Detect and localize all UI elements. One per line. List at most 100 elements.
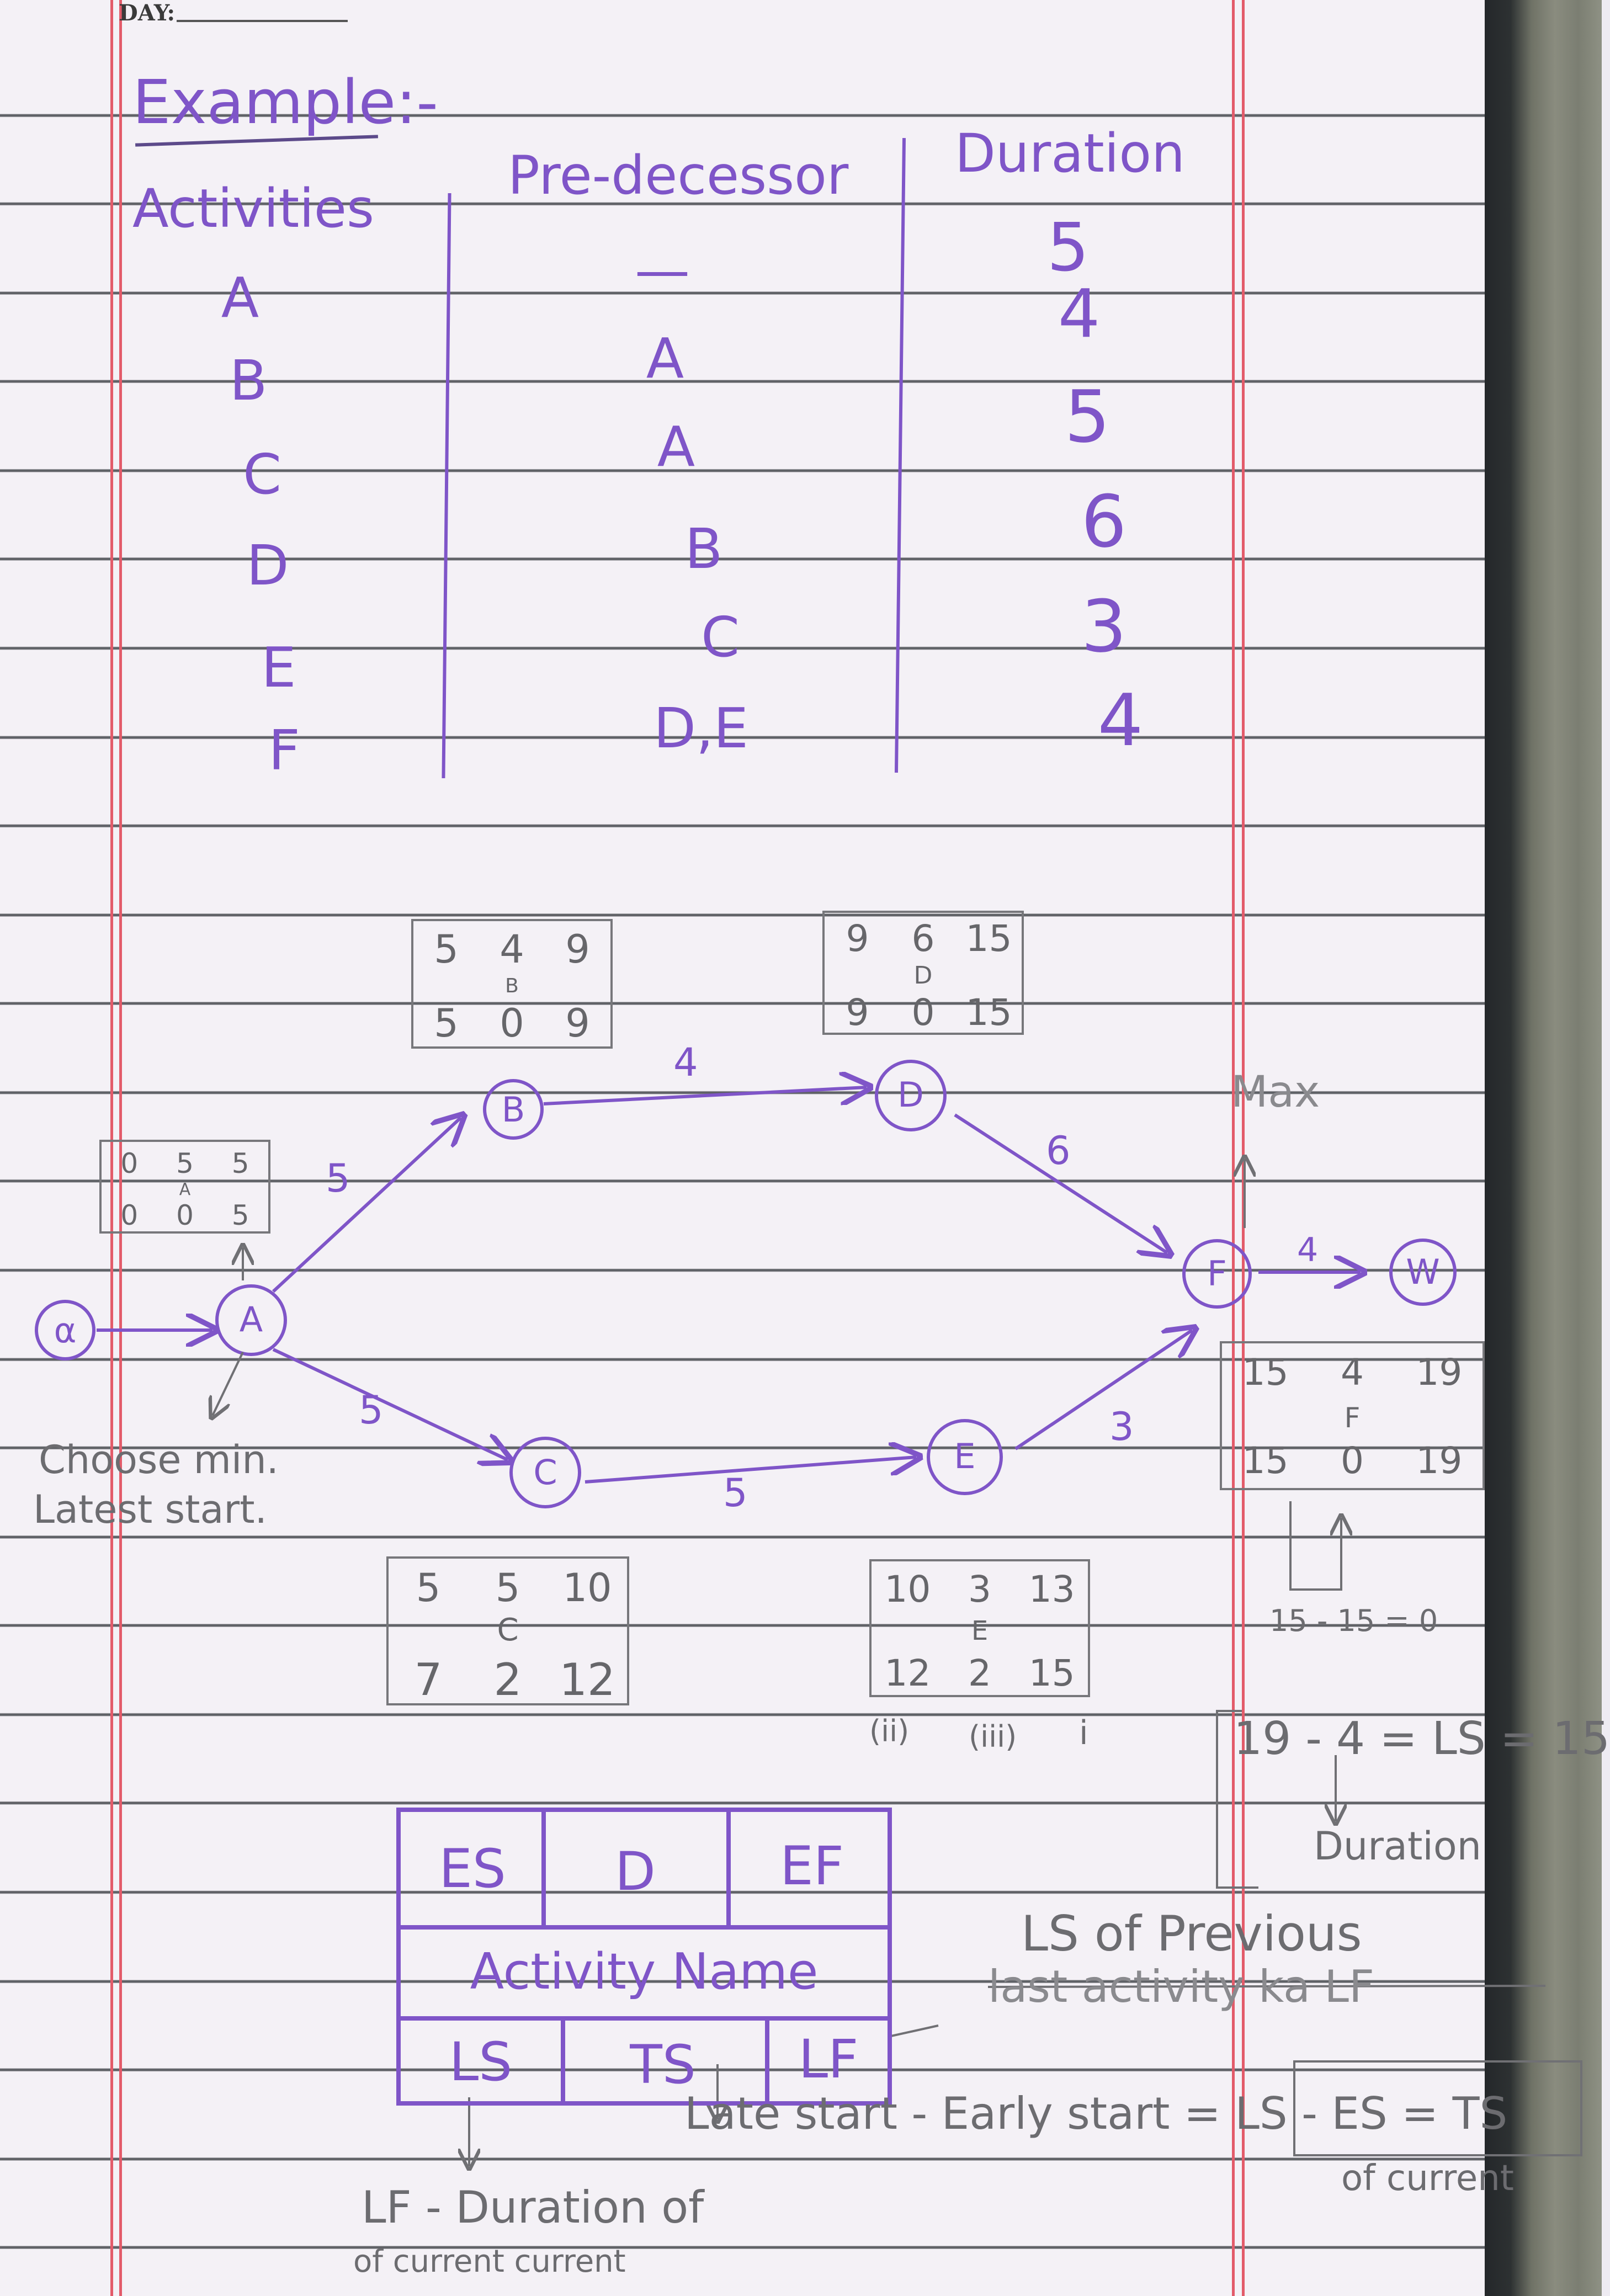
box-a-es: 0	[120, 1147, 139, 1179]
table-cell-duration: 5	[1064, 375, 1110, 459]
note-choose-min-1: Choose min.	[39, 1437, 279, 1482]
note-order-iii: (iii)	[969, 1719, 1017, 1754]
annotation-lf-strike: last activity ka LF	[988, 1961, 1374, 2012]
node-a	[215, 1284, 287, 1356]
edge-a-c	[272, 1348, 508, 1460]
box-c-d: 5	[495, 1565, 520, 1611]
annotation-ts-sub: of current	[1341, 2158, 1514, 2199]
table-cell-activity: B	[229, 348, 268, 413]
edge-label-f-w: 4	[1297, 1231, 1319, 1269]
node-f	[1182, 1239, 1252, 1309]
note-duration: Duration	[1314, 1824, 1482, 1869]
box-b-ts: 0	[500, 1001, 524, 1046]
header-duration: Duration	[955, 123, 1185, 184]
legend-box: ES D EF Activity Name LS TS LF	[396, 1808, 892, 2106]
legend-vline-2	[726, 1812, 731, 1925]
day-label: DAY:	[119, 0, 176, 26]
legend-vline-3	[561, 2016, 565, 2104]
table-cell-duration: 6	[1081, 480, 1127, 564]
node-a-label: A	[239, 1299, 263, 1340]
legend-es: ES	[439, 1838, 506, 1900]
table-cell-duration: 4	[1097, 678, 1144, 762]
pencil-box-ts	[1293, 2060, 1582, 2156]
edge-label-c-e: 5	[723, 1470, 748, 1516]
pencil-strikeout	[987, 1985, 1546, 1988]
box-c-es: 5	[416, 1565, 441, 1611]
box-e-es: 10	[884, 1568, 931, 1611]
note-choose-min-2: Latest start.	[33, 1487, 267, 1532]
edge-d-f	[954, 1113, 1167, 1253]
legend-vline-1	[541, 1812, 546, 1925]
header-activities: Activities	[132, 178, 374, 240]
box-f-ls: 15	[1242, 1439, 1289, 1482]
edge-label-d-f: 6	[1046, 1128, 1071, 1173]
node-alpha	[35, 1300, 95, 1360]
legend-divider-top	[401, 1925, 888, 1930]
note-ls-calc: 19 - 4 = LS = 15	[1234, 1713, 1610, 1765]
box-e-ls: 12	[884, 1652, 931, 1694]
box-d-ls: 9	[846, 991, 869, 1034]
table-cell-activity: D	[246, 533, 289, 598]
box-b-d: 4	[500, 927, 524, 972]
legend-ef: EF	[780, 1835, 844, 1897]
node-c-label: C	[533, 1452, 557, 1492]
box-b-es: 5	[434, 927, 459, 972]
node-d	[875, 1060, 947, 1131]
legend-ts: TS	[630, 2034, 696, 2096]
edge-label-a-b: 5	[326, 1156, 350, 1201]
edge-a-b	[272, 1118, 461, 1293]
annotation-lf-note: LS of Previous	[1021, 1905, 1362, 1962]
box-b-ls: 5	[434, 1001, 459, 1046]
box-d-d: 6	[911, 917, 935, 960]
box-a-d: 5	[176, 1147, 194, 1179]
box-d-es: 9	[846, 917, 869, 960]
node-f-label: F	[1207, 1253, 1227, 1294]
edge-label-b-d: 4	[673, 1040, 698, 1085]
box-c-ts: 2	[493, 1654, 522, 1705]
box-e-ts: 2	[968, 1652, 991, 1694]
table-cell-activity: E	[261, 635, 296, 700]
network-diagram	[35, 1060, 1582, 2296]
box-f-ts: 0	[1340, 1439, 1364, 1482]
note-ts-calc: 15 - 15 = 0	[1269, 1603, 1438, 1638]
box-c-ls: 7	[414, 1654, 443, 1705]
node-e	[927, 1419, 1003, 1495]
table-cell-predecessor: A	[646, 326, 684, 391]
table-cell-duration: 4	[1058, 276, 1101, 353]
right-margin-line-2	[1242, 0, 1245, 2296]
annotation-ls-note-1: LF - Duration of	[362, 2182, 704, 2233]
table-cell-predecessor: A	[657, 414, 695, 479]
box-c-lf: 12	[559, 1654, 615, 1705]
node-c	[509, 1437, 581, 1508]
node-b	[483, 1079, 544, 1140]
box-f-d: 4	[1340, 1351, 1364, 1394]
box-d-lf: 15	[965, 991, 1012, 1034]
node-alpha-label: α	[54, 1310, 77, 1351]
node-w	[1389, 1239, 1457, 1306]
pencil-arrow-choose-min	[212, 1352, 244, 1416]
legend-d: D	[615, 1841, 656, 1902]
box-b-ef: 9	[565, 927, 590, 972]
note-max: Max	[1231, 1067, 1320, 1117]
node-d-label: D	[897, 1075, 924, 1115]
box-e-lf: 15	[1028, 1652, 1075, 1694]
box-f-es: 15	[1242, 1351, 1289, 1394]
box-e-name: E	[971, 1615, 989, 1646]
box-a-name: A	[179, 1180, 191, 1199]
box-f-ef: 19	[1416, 1351, 1463, 1394]
table-cell-predecessor: B	[684, 517, 723, 581]
box-a-ef: 5	[231, 1147, 249, 1179]
box-c-ef: 10	[562, 1565, 612, 1611]
box-d-name: D	[913, 961, 933, 990]
right-margin-line	[1232, 0, 1235, 2296]
box-d-ef: 15	[965, 917, 1012, 960]
header-predecessor: Pre-decessor	[508, 145, 849, 206]
table-cell-predecessor: —	[635, 238, 690, 302]
box-a-lf: 5	[231, 1199, 249, 1231]
